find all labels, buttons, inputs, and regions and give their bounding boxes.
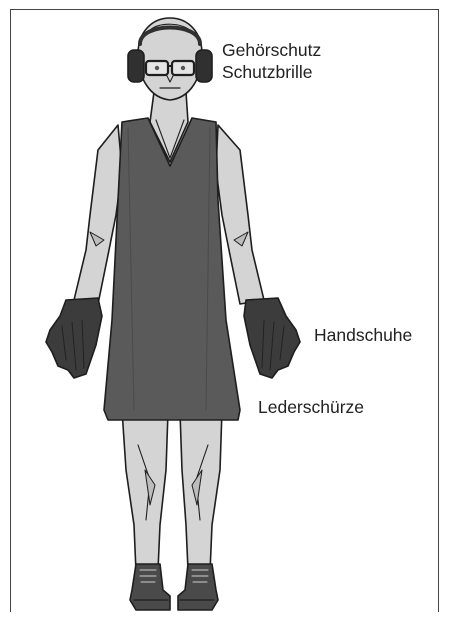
left-glove	[46, 298, 102, 378]
label-gloves: Handschuhe	[314, 325, 412, 346]
right-boot	[178, 564, 218, 610]
right-leg	[180, 410, 222, 572]
label-safety-glasses: Schutzbrille	[222, 62, 312, 83]
left-leg	[122, 410, 168, 572]
left-boot	[130, 564, 170, 610]
right-glove	[244, 298, 300, 378]
label-hearing-protection: Gehörschutz	[222, 40, 321, 61]
right-earmuff	[196, 50, 212, 82]
label-leather-apron: Lederschürze	[258, 397, 364, 418]
left-earmuff	[128, 50, 144, 82]
